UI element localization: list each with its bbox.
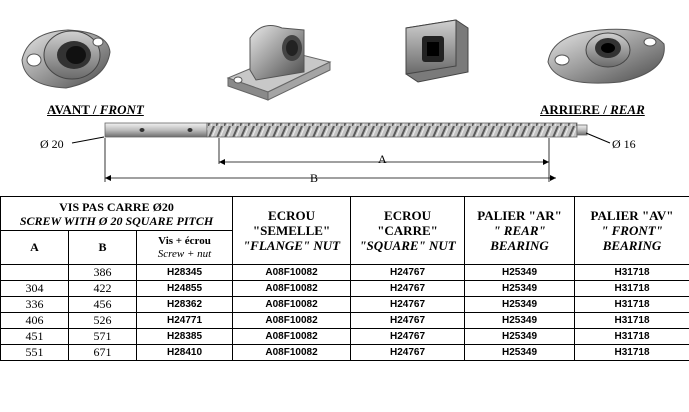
table-row: 386 H28345 A08F10082 H24767 H25349 H3171…: [0, 264, 689, 281]
front-diameter-label: Ø 20: [40, 137, 64, 151]
flange-nut-image: [226, 25, 332, 101]
screw-nut-header: Vis + écrou Screw + nut: [135, 230, 234, 265]
table-row: 406 526 H24771 A08F10082 H24767 H25349 H…: [0, 312, 689, 329]
rear-label: ARRIERE / REAR: [540, 102, 645, 117]
table-row: 551 671 H28410 A08F10082 H24767 H25349 H…: [0, 344, 689, 361]
rear-diameter-label: Ø 16: [612, 137, 636, 151]
square-nut-image: [405, 19, 469, 83]
square-nut-header: ECROU "CARRE" "SQUARE" NUT: [350, 196, 466, 265]
rear-bearing-image: [547, 28, 665, 84]
column-a-header: A: [0, 230, 69, 265]
front-label: AVANT / FRONT: [47, 102, 144, 117]
dimension-a-label: A: [378, 152, 387, 166]
column-b-header: B: [68, 230, 137, 265]
screw-drawing: [71, 122, 611, 182]
flange-nut-header: ECROU "SEMELLE" "FLANGE" NUT: [232, 196, 352, 265]
screw-group-header: VIS PAS CARRE Ø20 SCREW WITH Ø 20 SQUARE…: [0, 196, 234, 231]
rear-bearing-header: PALIER "AR" " REAR" BEARING: [464, 196, 576, 265]
front-bearing-header: PALIER "AV" " FRONT" BEARING: [574, 196, 689, 265]
table-row: 336 456 H28362 A08F10082 H24767 H25349 H…: [0, 296, 689, 313]
table-row: 451 571 H28385 A08F10082 H24767 H25349 H…: [0, 328, 689, 345]
table-row: 304 422 H24855 A08F10082 H24767 H25349 H…: [0, 280, 689, 297]
spec-table: VIS PAS CARRE Ø20 SCREW WITH Ø 20 SQUARE…: [0, 196, 689, 361]
parts-images: [21, 19, 665, 101]
front-bearing-image: [21, 29, 111, 89]
